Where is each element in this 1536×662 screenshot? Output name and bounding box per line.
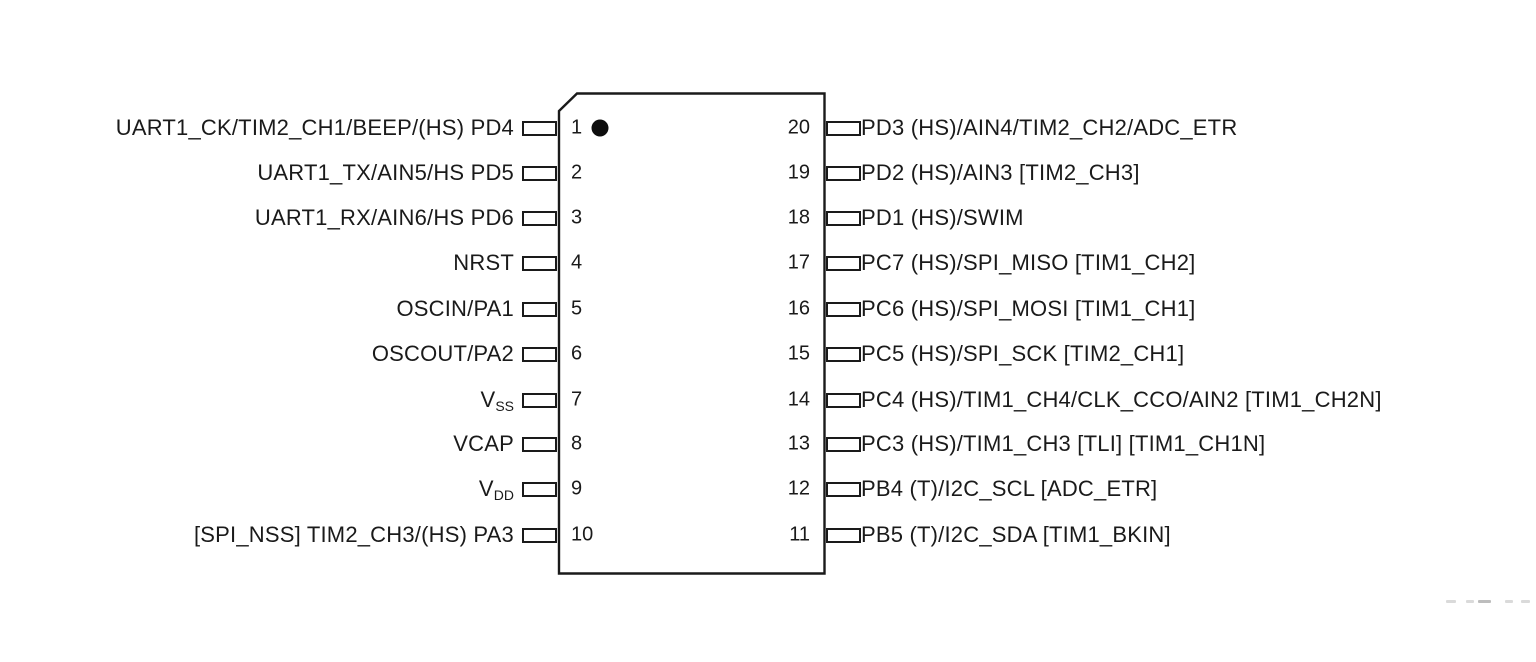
pin-20-pad — [826, 120, 861, 136]
pin-7-number: 7 — [571, 388, 583, 411]
pin-19-pad — [826, 165, 861, 181]
pin-14-pad — [826, 392, 861, 408]
pin-9-number: 9 — [571, 477, 583, 500]
pin-16-number: 16 — [787, 297, 810, 320]
faint-mark — [1521, 600, 1530, 603]
pin-15-pad — [826, 346, 861, 362]
pin-17-number: 17 — [787, 251, 810, 274]
faint-mark — [1446, 600, 1456, 603]
pin-19-number: 19 — [787, 161, 810, 184]
pin-4-label: NRST — [453, 250, 514, 275]
pin-2-label: UART1_TX/AIN5/HS PD5 — [257, 160, 514, 185]
pin-5-pad — [522, 301, 557, 317]
pin-7-label: VSS — [480, 387, 514, 414]
pin-3-label: UART1_RX/AIN6/HS PD6 — [254, 205, 514, 230]
pin-11-number: 11 — [789, 523, 810, 546]
pin-12-label: PB4 (T)/I2C_SCL [ADC_ETR] — [861, 476, 1158, 501]
pin-10-number: 10 — [571, 523, 594, 546]
pin-10-pad — [522, 527, 557, 543]
pin-8-number: 8 — [571, 432, 583, 455]
pin-1-number: 1 — [571, 116, 583, 139]
pin-13-number: 13 — [787, 432, 810, 455]
pin-11-pad — [826, 527, 861, 543]
pin-12-number: 12 — [787, 477, 810, 500]
pin-15-number: 15 — [787, 342, 810, 365]
pin-15-label: PC5 (HS)/SPI_SCK [TIM2_CH1] — [861, 341, 1185, 366]
pin-18-pad — [826, 210, 861, 226]
pin1-dot-icon — [591, 119, 609, 137]
pin-1-pad — [522, 120, 557, 136]
pin-2-number: 2 — [571, 161, 583, 184]
pin-9-label: VDD — [478, 476, 514, 503]
pin-17-pad — [826, 255, 861, 271]
pin-5-label: OSCIN/PA1 — [396, 296, 514, 321]
pin-12-pad — [826, 481, 861, 497]
pin-8-label: VCAP — [453, 431, 514, 456]
pin-8-pad — [522, 436, 557, 452]
pin-4-number: 4 — [571, 251, 583, 274]
pin-16-label: PC6 (HS)/SPI_MOSI [TIM1_CH1] — [861, 296, 1196, 321]
pin-9-pad — [522, 481, 557, 497]
pin-19-label: PD2 (HS)/AIN3 [TIM2_CH3] — [861, 160, 1140, 185]
pin-18-label: PD1 (HS)/SWIM — [861, 205, 1024, 230]
pin-1-label: UART1_CK/TIM2_CH1/BEEP/(HS) PD4 — [115, 115, 514, 140]
pin-18-number: 18 — [787, 206, 810, 229]
pin-4-pad — [522, 255, 557, 271]
pin-17-label: PC7 (HS)/SPI_MISO [TIM1_CH2] — [861, 250, 1196, 275]
pin-6-label: OSCOUT/PA2 — [371, 341, 514, 366]
faint-mark — [1505, 600, 1513, 603]
pin-20-number: 20 — [787, 116, 810, 139]
pin-16-pad — [826, 301, 861, 317]
pin-6-number: 6 — [571, 342, 583, 365]
pin-3-number: 3 — [571, 206, 583, 229]
chip-outline — [557, 92, 826, 575]
pin-13-label: PC3 (HS)/TIM1_CH3 [TLI] [TIM1_CH1N] — [861, 431, 1266, 456]
pin-20-label: PD3 (HS)/AIN4/TIM2_CH2/ADC_ETR — [861, 115, 1238, 140]
faint-mark — [1466, 600, 1474, 603]
faint-mark — [1478, 600, 1491, 603]
pin-10-label: [SPI_NSS] TIM2_CH3/(HS) PA3 — [193, 522, 514, 547]
pin-11-label: PB5 (T)/I2C_SDA [TIM1_BKIN] — [861, 522, 1171, 547]
pin-5-number: 5 — [571, 297, 583, 320]
pin-7-pad — [522, 392, 557, 408]
pin-3-pad — [522, 210, 557, 226]
pin-14-number: 14 — [787, 388, 810, 411]
pin-2-pad — [522, 165, 557, 181]
pin-6-pad — [522, 346, 557, 362]
pin-13-pad — [826, 436, 861, 452]
pin-14-label: PC4 (HS)/TIM1_CH4/CLK_CCO/AIN2 [TIM1_CH2… — [861, 387, 1382, 412]
